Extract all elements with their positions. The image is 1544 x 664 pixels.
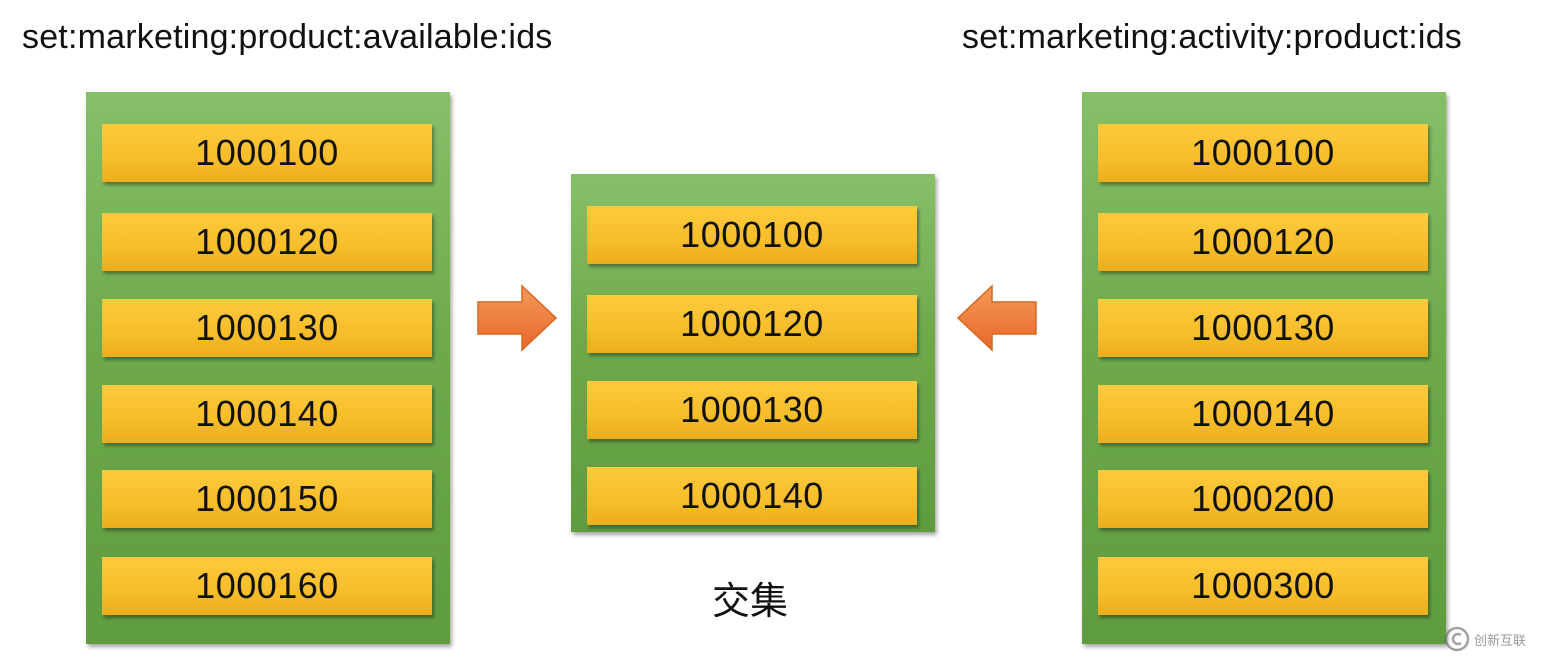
left-set-item: 1000130 xyxy=(102,299,432,357)
right-set-item: 1000200 xyxy=(1098,470,1428,528)
right-set-item: 1000300 xyxy=(1098,557,1428,615)
intersection-item: 1000100 xyxy=(587,206,917,264)
left-set-item: 1000160 xyxy=(102,557,432,615)
right-set-item: 1000100 xyxy=(1098,124,1428,182)
watermark: 创新互联 xyxy=(1444,618,1544,660)
watermark-text: 创新互联 xyxy=(1474,633,1527,649)
left-set-item: 1000150 xyxy=(102,470,432,528)
left-set-box: 1000100 1000120 1000130 1000140 1000150 … xyxy=(86,92,450,644)
left-set-item: 1000100 xyxy=(102,124,432,182)
logo-c-icon xyxy=(1444,626,1470,652)
right-set-title: set:marketing:activity:product:ids xyxy=(962,18,1462,56)
right-set-item: 1000130 xyxy=(1098,299,1428,357)
intersection-caption: 交集 xyxy=(712,579,789,623)
intersection-set-box: 1000100 1000120 1000130 1000140 xyxy=(571,174,935,532)
arrow-left-icon xyxy=(956,284,1037,352)
left-set-title: set:marketing:product:available:ids xyxy=(22,18,553,56)
left-set-item: 1000140 xyxy=(102,385,432,443)
right-set-box: 1000100 1000120 1000130 1000140 1000200 … xyxy=(1082,92,1446,644)
intersection-item: 1000130 xyxy=(587,381,917,439)
left-set-item: 1000120 xyxy=(102,213,432,271)
right-set-item: 1000140 xyxy=(1098,385,1428,443)
right-set-item: 1000120 xyxy=(1098,213,1428,271)
arrow-right-icon xyxy=(477,284,558,352)
intersection-item: 1000140 xyxy=(587,467,917,525)
intersection-item: 1000120 xyxy=(587,295,917,353)
